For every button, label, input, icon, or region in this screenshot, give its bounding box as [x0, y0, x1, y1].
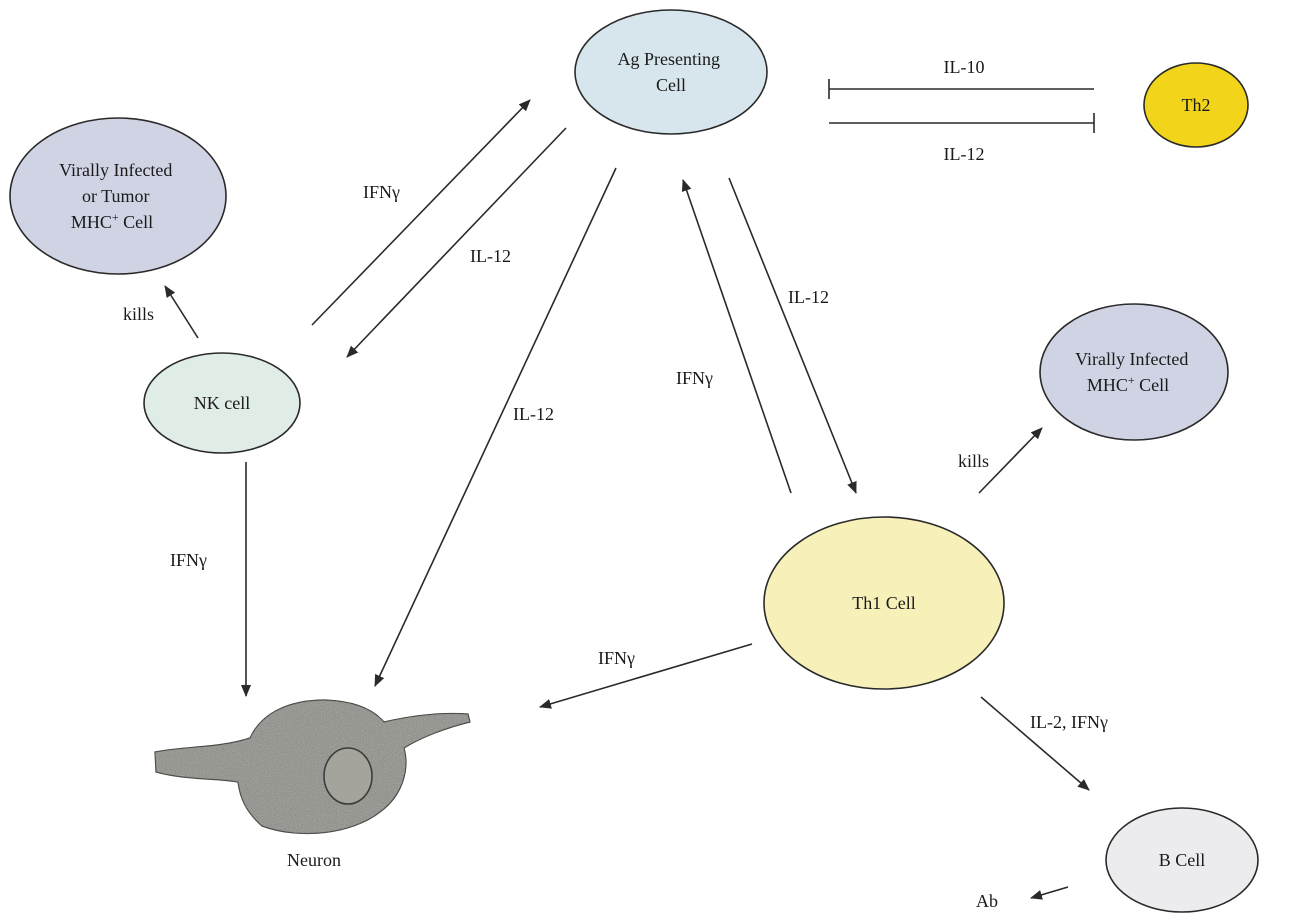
nk-cell-label: NK cell	[194, 393, 250, 413]
vit-line3: MHC+ Cell	[71, 210, 153, 232]
neuron-nucleus	[323, 747, 373, 805]
apc-label: Ag Presenting Cell	[618, 49, 725, 95]
nk-cell-node	[143, 352, 301, 454]
label-kills-th1: kills	[958, 451, 989, 471]
label-ifng-nk-neuron: IFNγ	[170, 550, 207, 570]
vit-line1: Virally Infected	[59, 160, 172, 180]
b-cell-node	[1105, 807, 1259, 913]
label-il12-th1: IL-12	[788, 287, 829, 307]
th2-node	[1143, 62, 1249, 148]
edge-ifng-th1-to-neuron	[539, 643, 753, 709]
label-ifng-th1-neuron: IFNγ	[598, 648, 635, 668]
th2-label: Th2	[1182, 95, 1211, 115]
label-il10: IL-10	[944, 57, 985, 77]
apc-node	[574, 9, 768, 135]
virally-infected-label: Virally Infected MHC+ Cell	[1075, 349, 1193, 395]
label-il12-th2: IL-12	[944, 144, 985, 164]
th1-cell-label: Th1 Cell	[852, 593, 916, 613]
virally-infected-tumor-label: Virally Infected or Tumor MHC+ Cell	[59, 160, 177, 232]
vit-line2: or Tumor	[82, 186, 150, 206]
apc-label-line2: Cell	[656, 75, 686, 95]
label-il12-nk: IL-12	[470, 246, 511, 266]
edge-ifng-nk-to-apc	[311, 99, 531, 326]
vi-line1: Virally Infected	[1075, 349, 1188, 369]
vi-line2: MHC+ Cell	[1087, 373, 1169, 395]
neuron-image	[154, 699, 471, 835]
label-il2-ifng: IL-2, IFNγ	[1030, 712, 1108, 732]
edge-il12-apc-to-th1	[728, 177, 857, 494]
apc-label-line1: Ag Presenting	[618, 49, 721, 69]
edge-il2-ifng-th1-to-bcell	[980, 696, 1090, 791]
edge-il12-apc-to-nk	[346, 127, 567, 358]
neuron-label: Neuron	[287, 850, 341, 870]
virally-infected-tumor-node	[9, 117, 227, 275]
virally-infected-node	[1039, 303, 1229, 441]
edge-ifng-th1-to-apc	[681, 179, 792, 494]
label-ifng-th1-apc: IFNγ	[676, 368, 713, 388]
label-il12-neuron: IL-12	[513, 404, 554, 424]
edge-kills-nk	[164, 285, 199, 339]
neuron-texture	[155, 700, 470, 834]
ab-label: Ab	[976, 891, 998, 911]
label-ifng-nk-apc: IFNγ	[363, 182, 400, 202]
label-kills-nk: kills	[123, 304, 154, 324]
b-cell-label: B Cell	[1159, 850, 1206, 870]
edge-kills-th1	[978, 427, 1043, 494]
edge-il12-apc-to-neuron	[374, 167, 617, 687]
th1-cell-node	[763, 516, 1005, 690]
edge-bcell-to-ab	[1030, 886, 1069, 900]
